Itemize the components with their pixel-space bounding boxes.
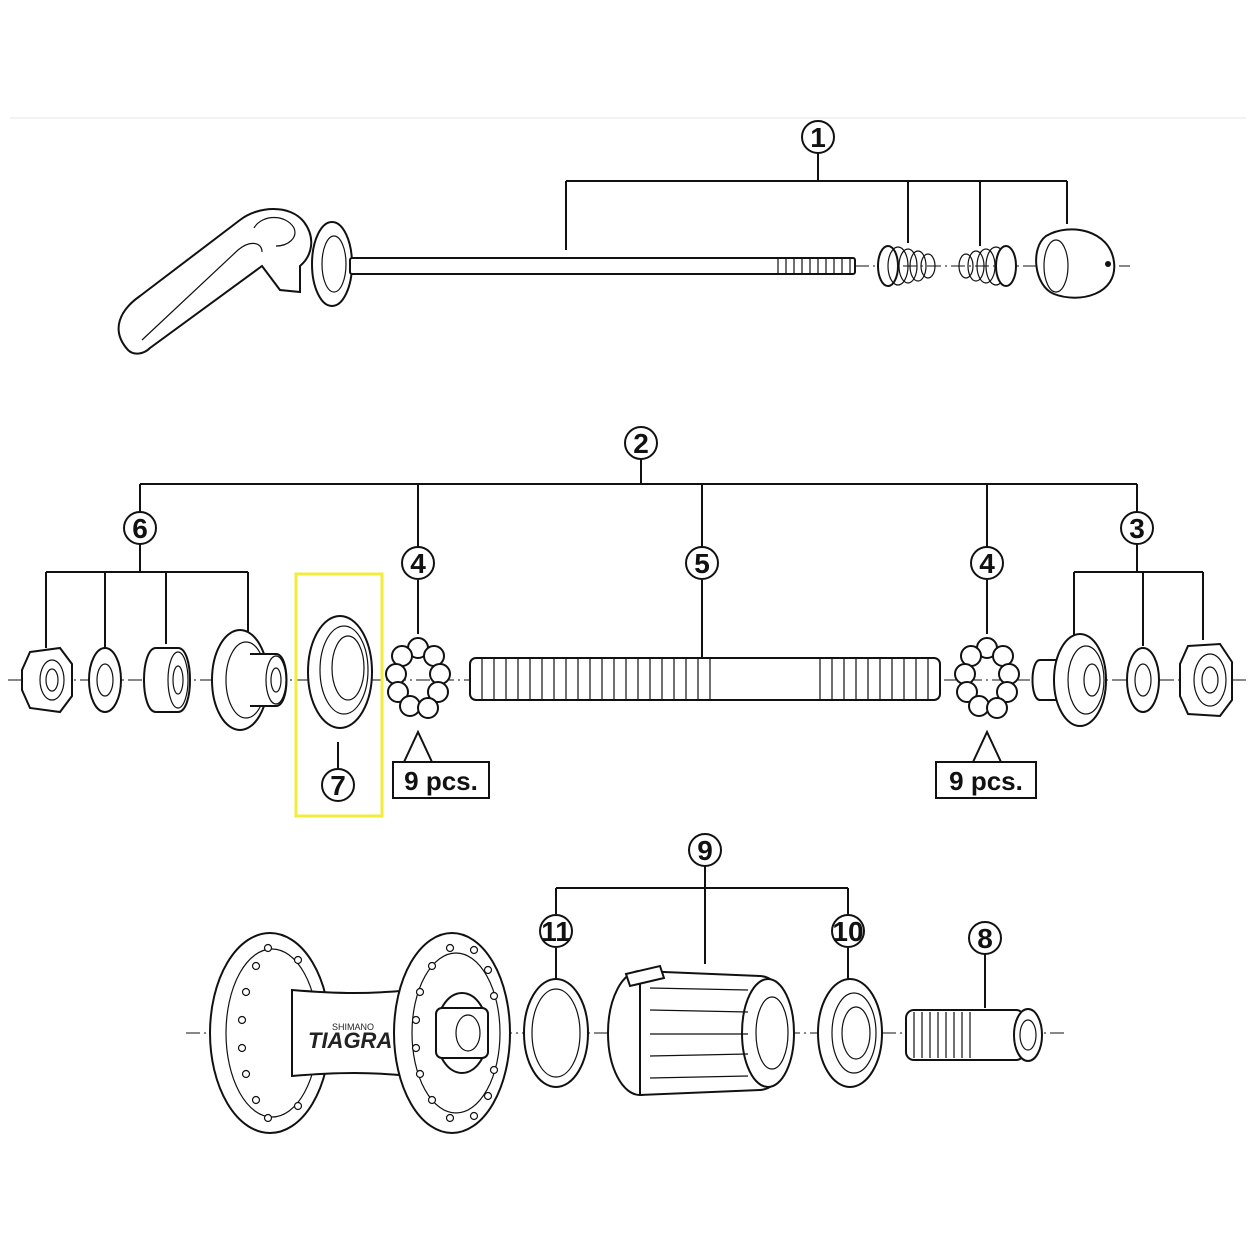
qr-skewer-thread [777,258,851,274]
freehub-fixing-bolt [905,1008,1043,1062]
hub-cone-right [1031,633,1107,727]
brand-top-label: SHIMANO [332,1022,374,1032]
svg-text:10: 10 [832,916,863,947]
callout-6: 6 [123,511,157,545]
svg-text:4: 4 [410,548,426,579]
washer-right [1126,647,1160,713]
callout-10: 10 [831,914,865,948]
quantity-box-right: 9 pcs. [935,761,1037,799]
spacer-ring [523,978,589,1088]
callout-9: 9 [688,833,722,867]
svg-text:2: 2 [633,428,649,459]
svg-text:7: 7 [330,770,346,801]
svg-text:9: 9 [697,835,713,866]
callout-2: 2 [624,426,658,460]
svg-text:9 pcs.: 9 pcs. [949,766,1023,796]
highlight-frame [294,572,384,818]
washer-left [88,647,122,713]
qr-spring-left [877,245,936,287]
callout-7: 7 [321,768,355,802]
seal-ring [817,978,883,1088]
ball-bearings-left [385,637,451,719]
dust-seal-part-7 [307,615,373,729]
callout-4-right: 4 [970,546,1004,580]
qr-spring-right [958,245,1017,287]
hub-axle [469,657,941,701]
callout-8: 8 [968,921,1002,955]
qr-adjusting-nut [1035,228,1116,299]
callout-3: 3 [1120,511,1154,545]
brand-name-label: TIAGRA [308,1028,392,1053]
callout-11: 11 [539,914,573,948]
ball-bearings-right [954,637,1020,719]
svg-text:8: 8 [977,923,993,954]
freehub-body [607,964,795,1097]
svg-text:9 pcs.: 9 pcs. [404,766,478,796]
hub-axle-assembly: 2 6 [8,426,1250,818]
hub-body-assembly: SHIMANO TIAGRA 9 11 [186,833,1066,1134]
svg-text:1: 1 [810,122,826,153]
svg-text:6: 6 [132,513,148,544]
lock-nut-right [1179,642,1233,718]
lock-nut-left [21,646,73,714]
callout-5: 5 [685,546,719,580]
spacer-left [143,647,191,713]
quantity-box-left: 9 pcs. [392,761,490,799]
svg-text:3: 3 [1129,513,1145,544]
svg-text:5: 5 [694,548,710,579]
hub-shell [209,932,511,1134]
qr-skewer [349,257,856,275]
callout-4-left: 4 [401,546,435,580]
svg-text:4: 4 [979,548,995,579]
quick-release-assembly: 1 [117,120,1130,355]
hub-cone-left [211,629,288,731]
callout-1: 1 [801,120,835,154]
svg-text:11: 11 [541,916,571,947]
qr-lever [117,208,313,355]
